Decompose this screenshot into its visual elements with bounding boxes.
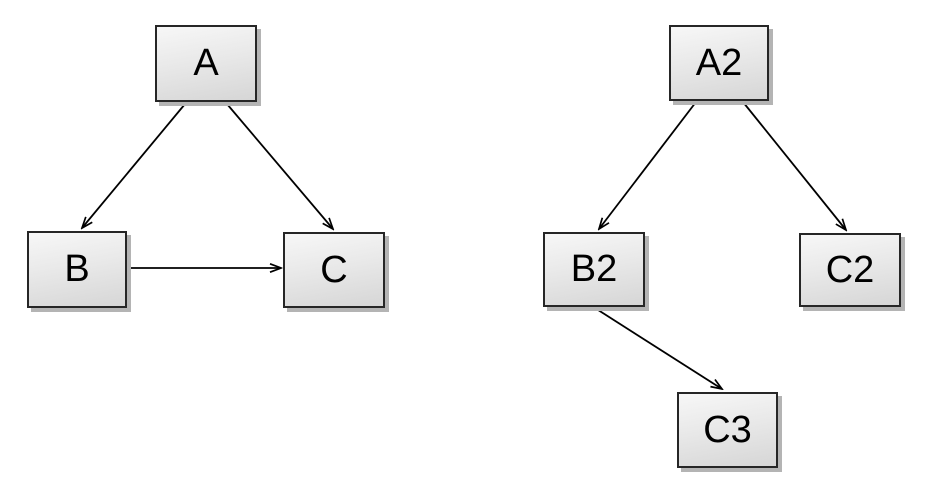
node-label-b: B bbox=[64, 248, 90, 290]
edge-a2-to-b2 bbox=[599, 101, 697, 229]
node-b[interactable]: B bbox=[27, 231, 127, 308]
node-label-c2: C2 bbox=[825, 248, 875, 291]
node-a2[interactable]: A2 bbox=[669, 25, 769, 101]
node-label-c3: C3 bbox=[703, 408, 752, 451]
node-label-c: C bbox=[320, 248, 348, 291]
node-label-b2: B2 bbox=[570, 248, 618, 290]
edge-b2-to-c3 bbox=[594, 307, 722, 389]
node-c[interactable]: C bbox=[283, 232, 385, 308]
node-b2[interactable]: B2 bbox=[543, 232, 645, 307]
node-label-a: A bbox=[193, 42, 219, 84]
node-a[interactable]: A bbox=[155, 25, 257, 102]
edge-a-to-c bbox=[226, 103, 333, 229]
node-c3[interactable]: C3 bbox=[677, 392, 778, 468]
edge-a2-to-c2 bbox=[742, 101, 846, 230]
edge-a-to-b bbox=[82, 103, 186, 228]
node-label-a2: A2 bbox=[695, 41, 743, 84]
node-c2[interactable]: C2 bbox=[799, 233, 901, 307]
